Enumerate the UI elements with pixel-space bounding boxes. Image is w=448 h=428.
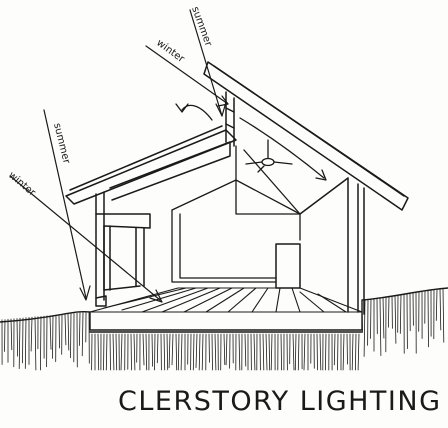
summer-label-upper: summer [189, 5, 214, 48]
diagram-title: CLERSTORY LIGHTING [118, 386, 442, 417]
ceiling-fan-icon [245, 139, 293, 173]
sun-rays [9, 9, 229, 303]
clerestory-window [225, 91, 235, 147]
floor-deck [89, 287, 363, 313]
ground-hatching [1, 288, 445, 371]
upper-roof [203, 61, 409, 211]
left-wall [95, 191, 151, 307]
interior-walls [171, 145, 301, 283]
lower-roof [65, 125, 237, 205]
curved-arrow-icon [175, 103, 327, 181]
right-wall [275, 177, 365, 315]
winter-label-upper: winter [154, 38, 187, 66]
winter-label-lower: winter [6, 170, 38, 199]
summer-label-lower: summer [51, 122, 72, 166]
ground-line [0, 287, 448, 333]
